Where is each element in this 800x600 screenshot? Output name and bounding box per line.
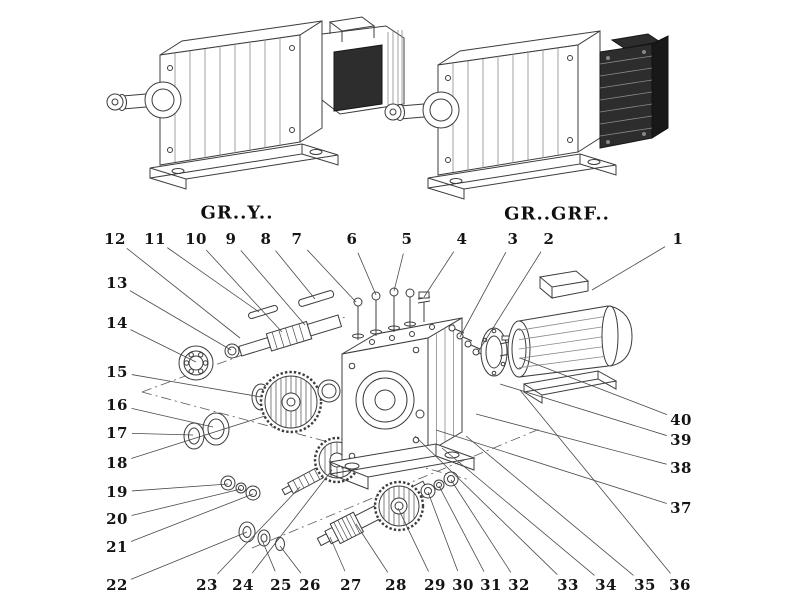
callout-19: 19 — [106, 483, 128, 501]
callout-10: 10 — [185, 230, 207, 248]
callout-1: 1 — [672, 230, 684, 248]
leader-line-16 — [131, 407, 214, 428]
motor-adapter — [448, 324, 515, 377]
leader-line-32 — [450, 479, 512, 573]
leader-line-6 — [357, 252, 377, 296]
callout-27: 27 — [340, 576, 362, 594]
model-label-gr-y: GR..Y.. — [200, 202, 274, 224]
leader-line-33 — [414, 435, 558, 575]
leader-line-29 — [397, 507, 429, 572]
leader-line-38 — [475, 413, 667, 465]
callout-16: 16 — [106, 396, 128, 414]
callout-22: 22 — [106, 576, 128, 594]
leader-line-15 — [131, 374, 262, 398]
leader-line-1 — [591, 246, 666, 291]
leader-line-4 — [423, 251, 455, 298]
leader-line-24 — [251, 469, 333, 574]
leader-line-40 — [519, 357, 668, 415]
exploded-view — [126, 246, 671, 580]
leader-line-34 — [441, 447, 595, 576]
callout-30: 30 — [452, 576, 474, 594]
output-shaft — [316, 471, 459, 547]
callout-4: 4 — [456, 230, 468, 248]
callout-36: 36 — [669, 576, 691, 594]
helical-gear-large — [259, 370, 341, 434]
callout-12: 12 — [104, 230, 126, 248]
leader-line-26 — [279, 545, 302, 574]
leader-line-37 — [435, 429, 667, 504]
callout-33: 33 — [557, 576, 579, 594]
callout-35: 35 — [634, 576, 656, 594]
leader-line-13 — [129, 290, 232, 351]
callout-3: 3 — [507, 230, 519, 248]
assembled-view-gr-grf — [384, 30, 669, 200]
leader-line-25 — [261, 539, 276, 572]
callout-37: 37 — [670, 499, 692, 517]
callout-9: 9 — [225, 230, 237, 248]
leader-line-36 — [519, 389, 671, 574]
callout-20: 20 — [106, 510, 128, 528]
callout-11: 11 — [144, 230, 166, 248]
leader-line-22 — [130, 531, 248, 580]
motor-assembled — [321, 16, 405, 115]
leader-line-8 — [275, 250, 316, 300]
callout-21: 21 — [106, 538, 128, 556]
leader-line-35 — [465, 435, 634, 576]
leader-line-18 — [131, 415, 266, 459]
callout-26: 26 — [299, 576, 321, 594]
leader-line-21 — [130, 493, 254, 542]
leader-line-31 — [438, 485, 485, 572]
leader-line-11 — [167, 247, 260, 313]
callout-32: 32 — [508, 576, 530, 594]
callout-39: 39 — [670, 431, 692, 449]
callout-7: 7 — [291, 230, 303, 248]
leader-line-7 — [306, 249, 357, 303]
callout-29: 29 — [424, 576, 446, 594]
callout-15: 15 — [106, 363, 128, 381]
rings-washers — [220, 475, 285, 551]
callout-5: 5 — [401, 230, 413, 248]
motor-exploded — [507, 270, 633, 404]
leader-line-20 — [131, 488, 242, 516]
leader-line-5 — [393, 253, 404, 292]
leader-lines — [126, 246, 671, 580]
callout-34: 34 — [595, 576, 617, 594]
assembled-view-gr-y — [106, 16, 405, 190]
leader-line-19 — [131, 483, 229, 492]
gear-housing — [328, 317, 476, 490]
leader-line-30 — [427, 491, 459, 572]
callout-18: 18 — [106, 454, 128, 472]
leader-line-2 — [477, 251, 542, 353]
callout-28: 28 — [385, 576, 407, 594]
callout-31: 31 — [480, 576, 502, 594]
callout-6: 6 — [346, 230, 358, 248]
leader-line-28 — [355, 523, 389, 573]
leader-line-23 — [217, 486, 301, 575]
callout-25: 25 — [270, 576, 292, 594]
leader-line-39 — [499, 383, 667, 436]
callout-23: 23 — [196, 576, 218, 594]
callout-13: 13 — [106, 274, 128, 292]
leader-line-12 — [126, 247, 241, 339]
callout-14: 14 — [106, 314, 128, 332]
leader-line-3 — [459, 252, 507, 338]
housing-bolts — [352, 287, 431, 340]
callout-24: 24 — [232, 576, 254, 594]
leader-line-10 — [205, 249, 283, 333]
input-flange-block — [599, 33, 669, 149]
callout-40: 40 — [670, 411, 692, 429]
leader-line-9 — [240, 250, 306, 326]
callout-8: 8 — [260, 230, 272, 248]
leader-line-17 — [131, 432, 194, 436]
leader-line-14 — [130, 329, 197, 363]
leader-line-27 — [329, 536, 346, 572]
callout-38: 38 — [670, 459, 692, 477]
callout-2: 2 — [543, 230, 555, 248]
model-label-gr-grf: GR..GRF.. — [504, 203, 610, 225]
callout-17: 17 — [106, 424, 128, 442]
